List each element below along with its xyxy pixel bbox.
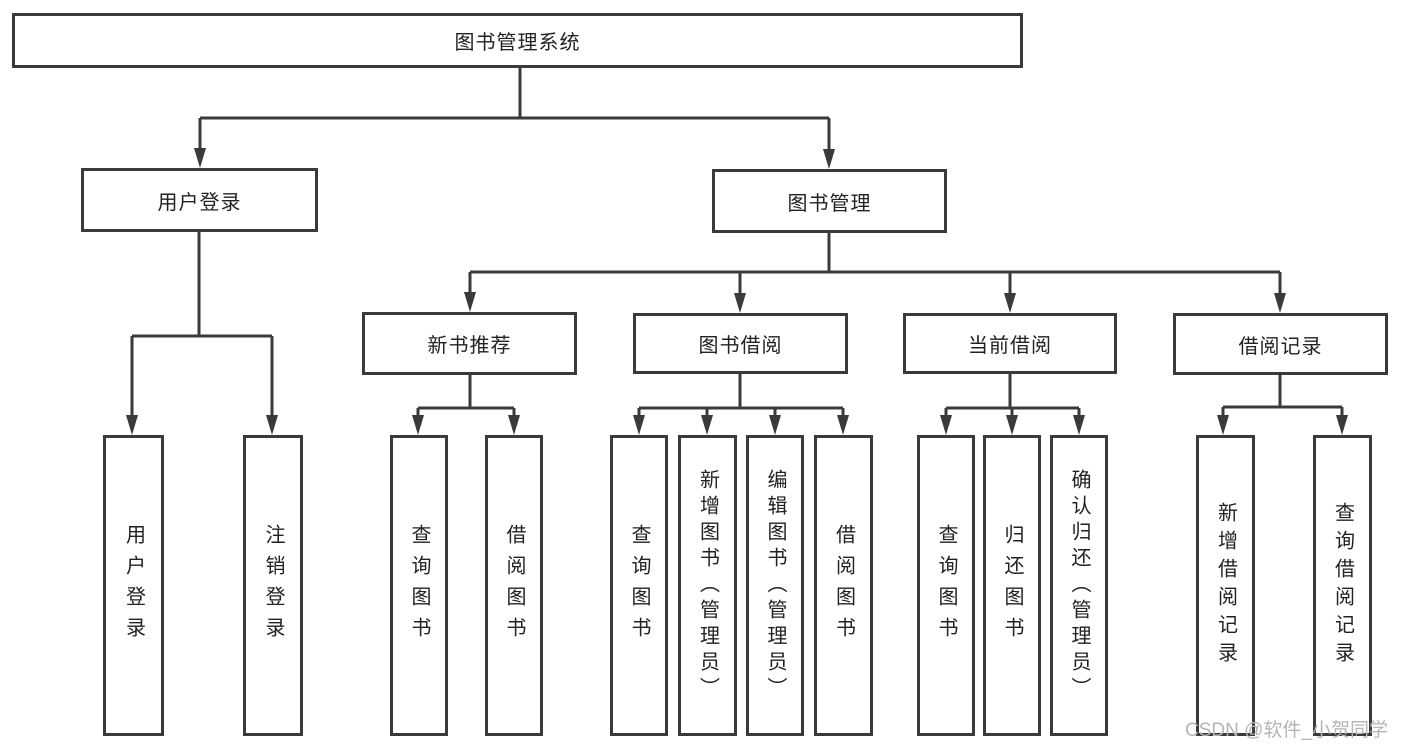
- csdn-watermark: CSDN @软件_小贺同学: [1185, 720, 1388, 741]
- node-book-management: 图书管理: [712, 169, 947, 233]
- leaf-user-login: 用户登录: [103, 435, 164, 736]
- leaf-borrow-book: 借阅图书: [814, 435, 873, 736]
- leaf-borrow-book-recommend: 借阅图书: [485, 435, 543, 736]
- node-new-book-recommend: 新书推荐: [362, 312, 577, 375]
- leaf-query-book-recommend: 查询图书: [390, 435, 448, 736]
- node-book-borrow: 图书借阅: [633, 313, 848, 374]
- node-user-login: 用户登录: [81, 168, 318, 232]
- leaf-edit-book-admin: 编辑图书（管理员）: [746, 435, 804, 736]
- node-current-borrow: 当前借阅: [903, 313, 1117, 374]
- leaf-query-borrow-record: 查询借阅记录: [1313, 435, 1372, 736]
- leaf-logout: 注销登录: [243, 435, 303, 736]
- leaf-query-book-current: 查询图书: [917, 435, 975, 736]
- leaf-confirm-return-admin: 确认归还（管理员）: [1050, 435, 1108, 736]
- leaf-add-borrow-record: 新增借阅记录: [1196, 435, 1255, 736]
- node-library-system: 图书管理系统: [12, 13, 1023, 68]
- node-borrow-records: 借阅记录: [1173, 313, 1388, 375]
- leaf-query-book-borrow: 查询图书: [610, 435, 668, 736]
- leaf-add-book-admin: 新增图书（管理员）: [678, 435, 737, 736]
- leaf-return-book: 归还图书: [983, 435, 1041, 736]
